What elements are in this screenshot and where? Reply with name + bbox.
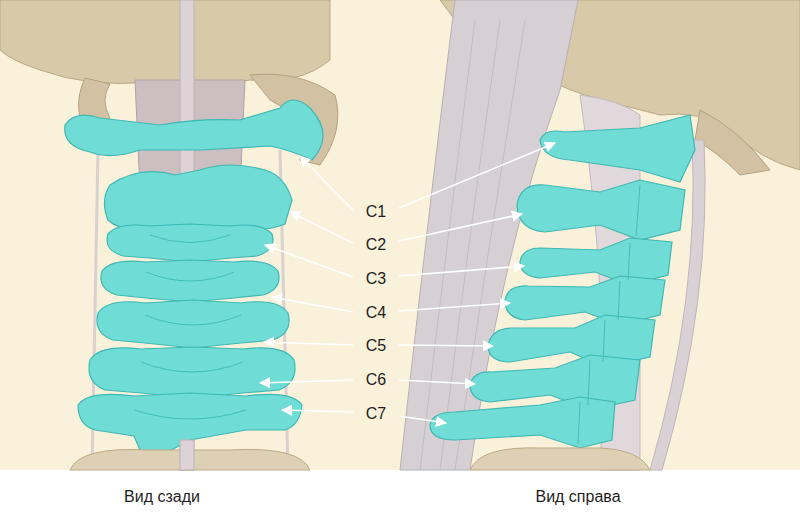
background (0, 0, 800, 470)
leader-line (265, 245, 353, 277)
mandible (695, 110, 770, 175)
shading-line (578, 185, 640, 444)
shading-line (134, 235, 246, 419)
vertebra (517, 180, 685, 240)
leader-line (399, 143, 555, 208)
view-caption: Вид справа (535, 488, 620, 506)
vertebra (520, 238, 672, 285)
vertebra-shading (578, 185, 640, 444)
vertebra-label: C5 (366, 337, 386, 355)
leader-lines (260, 143, 555, 423)
leader-line (399, 416, 446, 423)
vertebra-shading (134, 235, 246, 419)
thoracic-vertebra (470, 448, 650, 470)
leader-line (282, 410, 353, 412)
leader-line (399, 266, 524, 276)
leader-line (300, 156, 353, 210)
skull (0, 0, 330, 86)
leader-line (290, 212, 353, 243)
vertebra-label: C1 (366, 203, 386, 221)
vertebra (97, 300, 289, 348)
vertebra (430, 397, 615, 448)
leader-line (399, 214, 522, 241)
leader-line (399, 345, 493, 346)
leader-line (399, 303, 510, 311)
view-caption: Вид сзади (124, 488, 200, 506)
leader-line (264, 342, 353, 345)
vertebra (505, 276, 665, 325)
vertebrae-posterior (65, 100, 323, 462)
vertebra (540, 115, 695, 182)
vertebra-label: C2 (366, 236, 386, 254)
vertebra (65, 100, 323, 160)
leader-line (272, 297, 353, 312)
leader-line (260, 380, 353, 383)
nuchal-ligament (180, 440, 194, 470)
leader-line (399, 380, 475, 384)
vertebrae-lateral (430, 115, 695, 448)
muscle-fibre (420, 20, 525, 470)
vertebra-label: C4 (366, 304, 386, 322)
vertebra-label: C3 (366, 270, 386, 288)
vertebra-label: C6 (366, 371, 386, 389)
vertebra-label: C7 (366, 405, 386, 423)
